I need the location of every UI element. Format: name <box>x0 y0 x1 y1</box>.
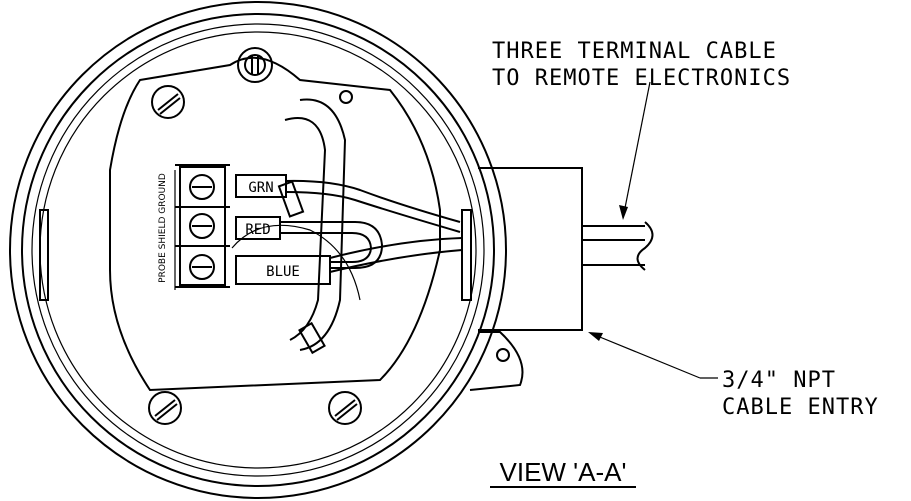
cable-callout-line2: TO REMOTE ELECTRONICS <box>492 66 791 91</box>
terminal-block-label: PROBE SHIELD GROUND <box>158 173 168 283</box>
internal-harness <box>231 98 361 355</box>
plate-screw-lower-left <box>148 391 182 425</box>
entry-callout-line2: CABLE ENTRY <box>722 395 879 420</box>
wire-blue: BLUE <box>235 237 463 285</box>
wire-red: RED <box>235 216 384 269</box>
terminal-screw-shield <box>189 213 215 239</box>
plate-screw-lower-right <box>328 391 362 425</box>
left-wall-notch <box>39 209 49 301</box>
cable-callout-line1: THREE TERMINAL CABLE <box>492 39 777 64</box>
cable-entry-boss <box>478 167 583 331</box>
cable-leader <box>619 81 651 220</box>
mounting-plate <box>109 56 441 392</box>
wire-tag-red: RED <box>245 222 270 238</box>
plate-hole <box>339 90 353 104</box>
entry-callout-line1: 3/4" NPT <box>722 368 836 393</box>
housing <box>9 1 507 499</box>
terminal-screw-ground <box>189 174 215 200</box>
wire-tag-green: GRN <box>248 180 273 196</box>
terminal-screw-probe <box>189 254 215 280</box>
entry-leader <box>588 332 718 379</box>
mounting-ear <box>469 331 524 391</box>
view-title: VIEW 'A-A' <box>500 457 627 487</box>
terminal-block <box>174 164 230 290</box>
plate-screw-upper-left <box>151 85 185 119</box>
wire-tag-blue: BLUE <box>266 264 300 280</box>
remote-cable <box>582 221 654 271</box>
top-screw <box>237 47 273 83</box>
wire-green: GRN <box>235 174 461 233</box>
right-wall-notch <box>461 209 472 301</box>
